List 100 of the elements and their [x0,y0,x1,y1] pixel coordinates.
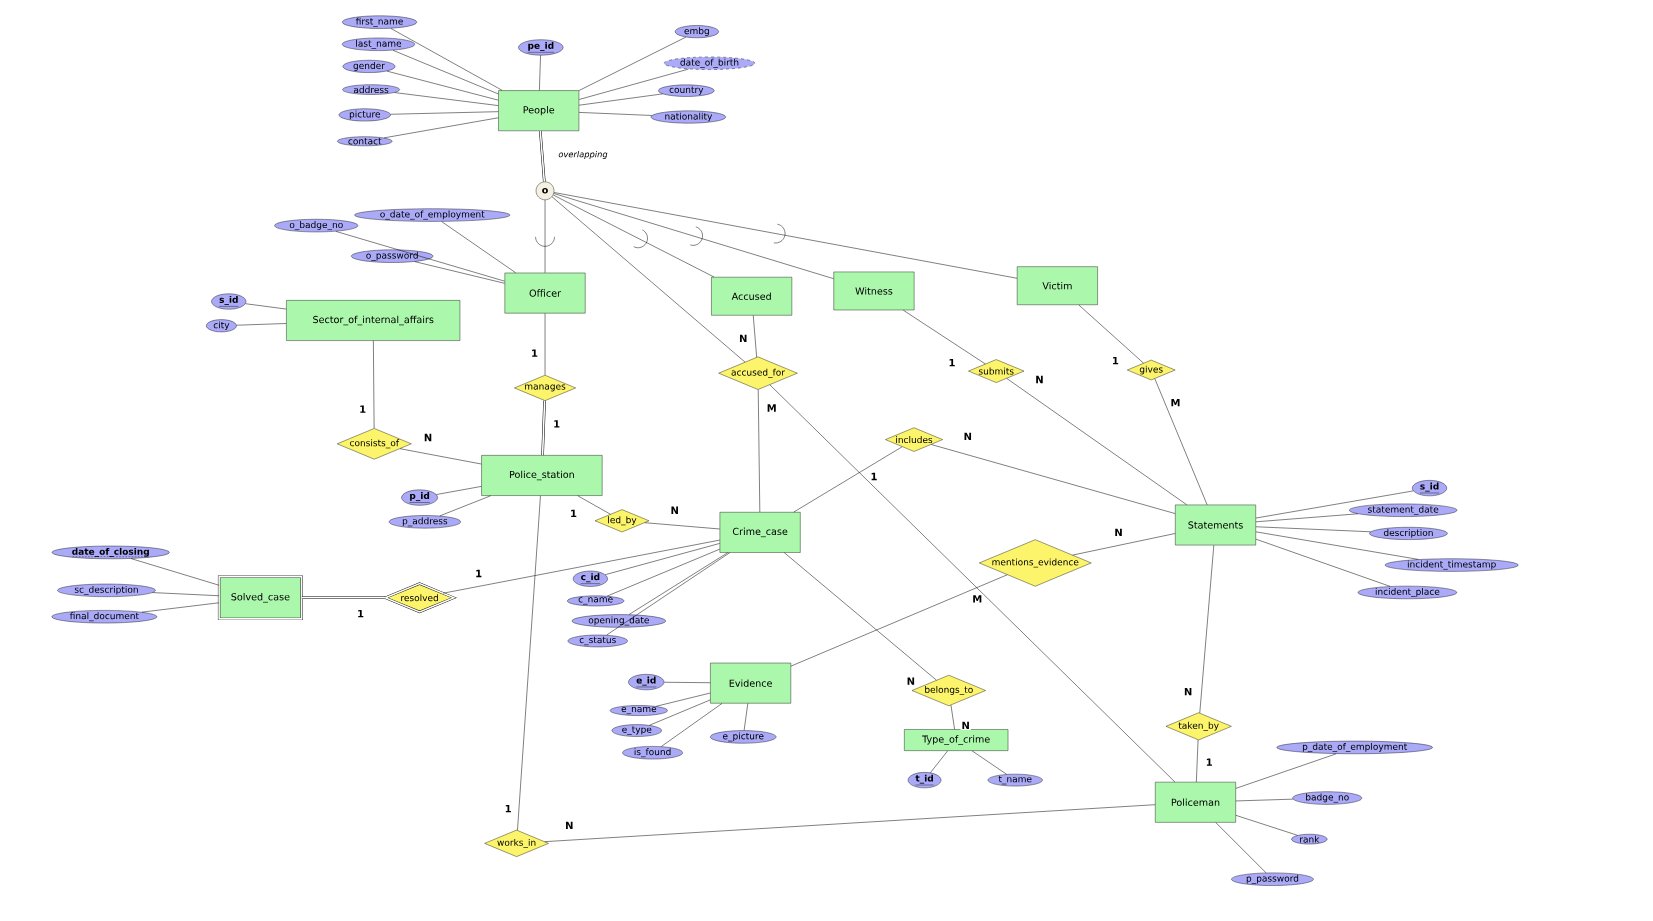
entity-box: Accused [711,276,793,316]
connector-line [439,495,491,516]
connector-line [1235,753,1337,789]
relationship-line [1199,544,1215,713]
connector-line [1235,814,1298,836]
connector-line [578,36,687,91]
entity-box: Witness [833,271,915,310]
connector-line [1255,490,1414,519]
relationship-line [577,495,611,515]
entity-box: Type_of_crime [904,729,1009,751]
relationship-line [301,596,386,599]
connector-line [1235,798,1294,802]
cardinality-label: 1 [530,348,539,358]
relationship-line [544,312,546,375]
connector-line [335,230,505,282]
cardinality-label: 1 [1204,757,1214,767]
connector-line [245,303,287,310]
connector-line [130,558,220,586]
relationship-line [541,399,546,456]
cardinality-label: 1 [358,404,368,414]
relationship-line [931,444,1176,514]
connector-line [649,699,711,726]
connector-line [1255,538,1391,587]
connector-line [930,750,948,773]
cardinality-label: M [971,593,984,604]
relationship-line [1196,739,1199,782]
connector-line [971,750,1007,775]
relationship-line [517,495,541,831]
connector-line [743,703,749,731]
connector-line [392,49,499,94]
cardinality-label: N [962,431,973,441]
cardinality-label: N [1182,686,1194,697]
cardinality-label: 1 [503,803,513,814]
entity-box: Policeman [1155,781,1236,823]
cardinality-label: 1 [356,608,366,618]
cardinality-label: 1 [569,508,578,518]
entity-box: Statements [1175,504,1256,546]
cardinality-label: 1 [869,471,879,481]
cardinality-label: M [1169,397,1182,408]
relationship-line [784,552,937,681]
cardinality-label: 1 [947,357,957,368]
cardinality-label: N [669,505,680,515]
entity-box: People [498,90,580,131]
connector-line [551,196,746,363]
relationship-line [753,315,757,358]
connector-line [394,92,499,106]
relationship-line [399,448,482,465]
connector-line [236,323,287,326]
connector-line [661,703,723,747]
connector-line [655,692,711,707]
connector-line [414,261,505,284]
cardinality-label: 1 [1110,355,1120,365]
relationship-line [1006,378,1187,505]
relationship-line [539,130,546,183]
connector-line [436,485,482,495]
relationship-line [903,309,986,364]
connector-line [578,93,663,106]
cardinality-label: 1 [552,418,562,429]
entity-box: Police_station [481,454,603,496]
connector-line [539,54,541,91]
connector-line [605,543,720,575]
connector-line [553,194,715,278]
cardinality-label: N [1034,374,1045,384]
cardinality-label: N [960,720,971,730]
relationship-line [790,574,1008,667]
relationship-line [544,804,1156,842]
cardinality-label: 1 [474,568,484,578]
connector-line [390,111,499,115]
relationship-line [373,340,375,429]
connector-line [553,192,1018,279]
entity-box: Officer [504,272,586,314]
connector-line [1255,513,1359,522]
connector-line [1215,822,1267,873]
relationship-line [644,522,720,530]
connector-line [544,199,546,273]
connector-line [553,193,834,279]
cardinality-label: N [738,333,749,343]
relationship-line [1072,533,1176,556]
connector-line [441,221,516,273]
connector-line [606,548,720,597]
edge-label: overlapping [557,149,609,160]
connector-line [578,68,689,100]
connector-line [606,552,730,636]
entity-box: Sector_of_internal_affairs [286,300,461,341]
relationship-line [1078,304,1144,364]
entity-box: Evidence [710,662,792,704]
entity-box: Crime_case [719,511,801,553]
connector-line [1255,526,1371,532]
connector-line [390,27,503,91]
cardinality-label: N [1113,527,1124,537]
connector-line [663,681,711,683]
connector-line [769,384,1176,782]
connector-line [578,111,653,116]
connector-line [141,602,220,613]
entity-box: Victim [1016,266,1098,305]
relationship-line [757,389,761,513]
connector-line [1255,531,1419,560]
cardinality-label: N [564,820,575,830]
connector-line [628,552,728,615]
relationship-line [443,539,720,594]
